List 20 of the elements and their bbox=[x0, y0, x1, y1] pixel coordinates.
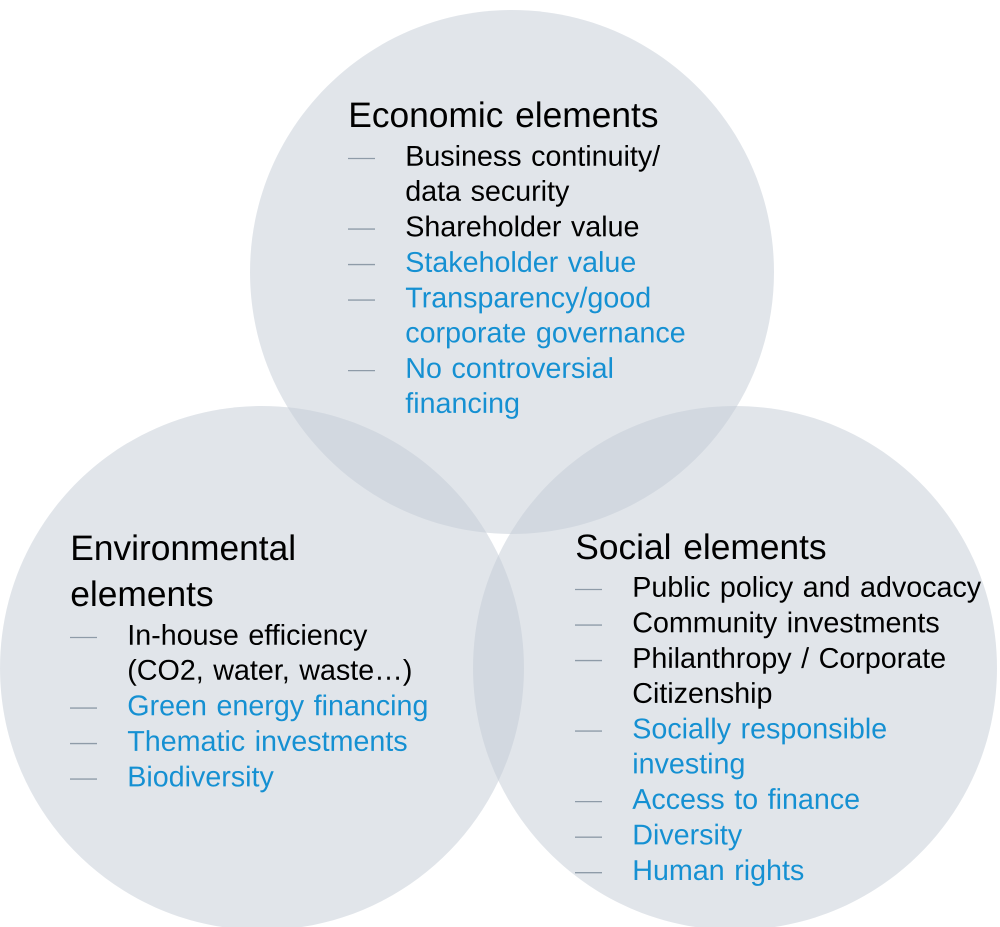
list-item: Shareholder value bbox=[348, 216, 638, 237]
list-item: Biodiversity bbox=[70, 766, 274, 792]
list-item: Diversity bbox=[575, 824, 742, 850]
list-item: Public policy and advocacy bbox=[575, 576, 982, 603]
list-item: In-house efficiency (CO2, water, waste…) bbox=[70, 624, 411, 686]
venn-circle bbox=[250, 10, 774, 534]
list-item: Socially responsible investing bbox=[575, 718, 886, 780]
list-item: Business continuity/ data security bbox=[348, 145, 660, 207]
heading: Economic elements bbox=[351, 101, 658, 128]
list-item: Thematic investments bbox=[70, 730, 407, 752]
list-item: No controversial financing bbox=[348, 357, 612, 419]
list-item: Stakeholder value bbox=[348, 251, 636, 272]
list-item: Philanthropy / Corporate Citizenship bbox=[575, 647, 945, 709]
heading: Environmental elements bbox=[72, 534, 294, 606]
list-item: Transparency/good corporate governance bbox=[348, 286, 684, 348]
list-item: Community investments bbox=[575, 612, 939, 638]
list-item: Access to finance bbox=[575, 788, 859, 810]
list-item: Human rights bbox=[575, 859, 804, 886]
list-item: Green energy financing bbox=[70, 694, 427, 722]
heading: Social elements bbox=[576, 533, 826, 560]
